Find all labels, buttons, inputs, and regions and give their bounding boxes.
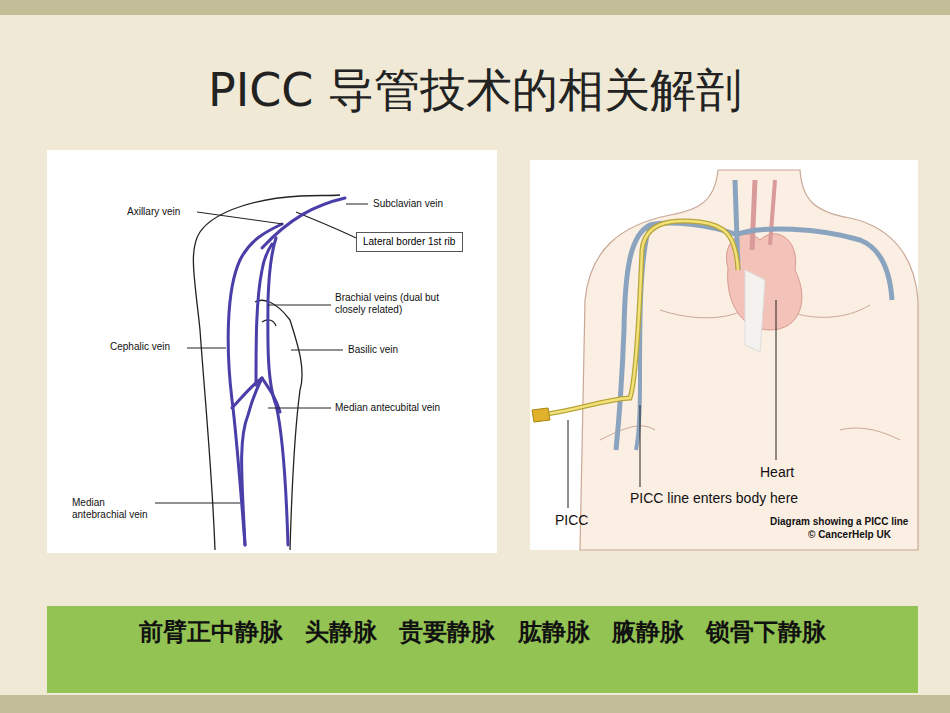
bottom-bar	[0, 695, 950, 713]
node-text: 前臂正中静脉 头静脉 贵要静脉 肱静脉 腋静脉 锁骨下静脉	[61, 616, 904, 648]
right-leaders	[568, 300, 776, 508]
right-panel	[530, 160, 918, 550]
arm-outline	[193, 195, 356, 550]
figure-label: Basilic vein	[348, 344, 398, 356]
figure-label: Median antebrachial vein	[72, 497, 157, 521]
left-leaders	[155, 204, 368, 503]
figure-label: Heart	[760, 464, 794, 480]
label-box: Lateral border 1st rib	[356, 232, 463, 252]
figure-label: Diagram showing a PICC line	[770, 516, 908, 528]
arm-veins	[228, 198, 345, 545]
label-band: 前臂正中静脉 头静脉 贵要静脉 肱静脉 腋静脉 锁骨下静脉	[47, 606, 918, 693]
torso-figure	[532, 170, 918, 550]
figure-label: Subclavian vein	[373, 198, 443, 210]
left-panel	[47, 150, 497, 553]
top-bar	[0, 0, 950, 15]
figure-label: Median antecubital vein	[335, 402, 440, 414]
figure-label: PICC	[555, 512, 588, 528]
node-text: Lateral border 1st rib	[363, 236, 456, 248]
figure-label: PICC line enters body here	[630, 490, 798, 506]
figure-label: Axillary vein	[127, 206, 180, 218]
slide-title: PICC 导管技术的相关解剖	[0, 62, 950, 118]
figure-label: © CancerHelp UK	[808, 529, 891, 541]
figure-label: Brachial veins (dual but closely related…	[335, 292, 460, 316]
figure-label: Cephalic vein	[110, 341, 170, 353]
